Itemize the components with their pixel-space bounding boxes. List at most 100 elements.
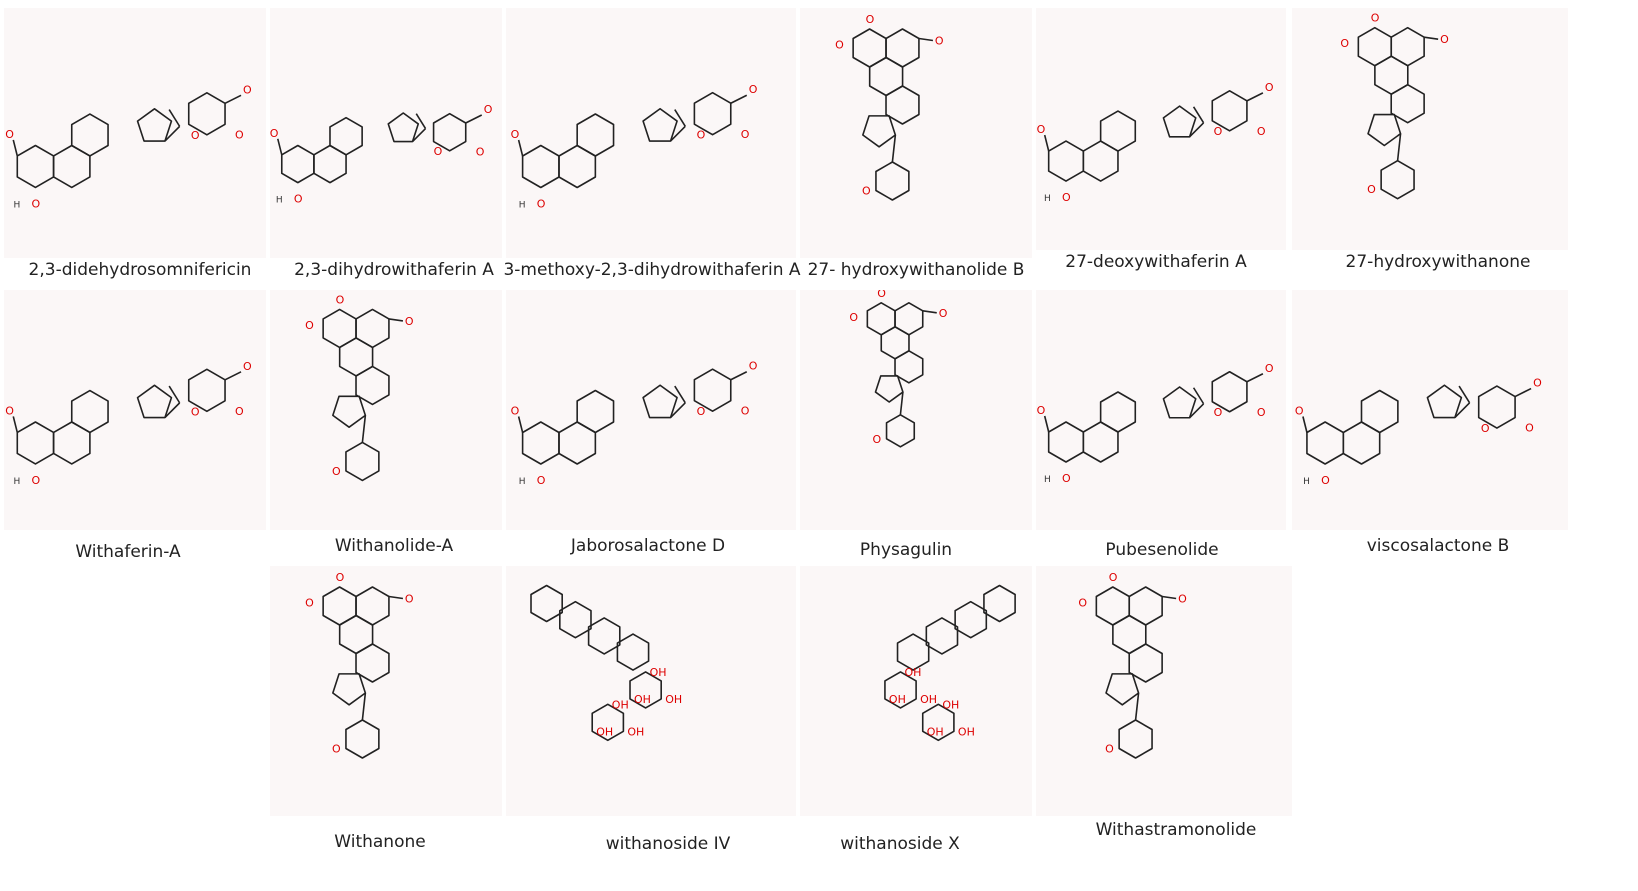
ring-e — [332, 673, 367, 706]
ring-a — [1306, 421, 1345, 465]
ring-c — [1360, 389, 1399, 434]
carbonyl-bond — [922, 310, 937, 314]
ring-d — [1162, 386, 1197, 419]
hydroxyl-label: OH — [958, 725, 975, 738]
steroid-ring — [896, 633, 930, 671]
side-chain-bond — [361, 415, 367, 443]
ring-d — [136, 384, 173, 419]
carbonyl-bond — [12, 416, 19, 433]
carbonyl-bond — [517, 139, 524, 157]
oxygen-label: O — [405, 593, 414, 606]
ring-c — [576, 113, 615, 157]
oxygen-label: O — [31, 474, 40, 487]
sugar-ring — [921, 703, 955, 742]
oxygen-label: O — [1062, 472, 1071, 485]
ring-b — [1128, 586, 1163, 626]
oxygen-label: O — [939, 307, 948, 320]
oxygen-label: O — [5, 128, 14, 141]
hydrogen-label: H — [519, 201, 526, 211]
side-chain-bond — [1454, 402, 1471, 419]
oxygen-label: O — [1440, 33, 1449, 46]
carbonyl-bond — [1043, 415, 1050, 433]
methyl-bond — [1192, 106, 1205, 124]
methyl-bond — [674, 385, 686, 404]
compound-label-7: Withaferin-A — [75, 542, 181, 562]
oxygen-label: O — [332, 743, 341, 756]
oxygen-label: O — [697, 405, 706, 418]
ring-b — [1390, 26, 1425, 67]
steroid-ring — [530, 584, 563, 623]
compound-label-9: Jaborosalactone D — [570, 536, 726, 556]
compound-label-6: 27-hydroxywithanone — [1345, 252, 1531, 272]
hydrogen-label: H — [1044, 194, 1051, 204]
oxygen-label: O — [749, 360, 758, 373]
oxygen-label: O — [434, 145, 443, 158]
hydroxyl-label: OH — [920, 693, 937, 706]
oxygen-label: O — [294, 193, 303, 206]
hydroxyl-label: OH — [942, 698, 959, 711]
hydrogen-label: H — [13, 200, 20, 210]
oxygen-label: O — [1295, 405, 1304, 418]
hydrogen-label: H — [1044, 475, 1051, 485]
oxygen-label: O — [405, 315, 414, 328]
ring-c — [70, 389, 109, 434]
compound-label-8: Withanolide-A — [334, 536, 454, 556]
steroid-ring — [925, 617, 959, 655]
oxygen-label: O — [191, 129, 200, 142]
methyl-bond — [168, 385, 181, 404]
oxygen-label: O — [1265, 362, 1274, 375]
compound-label-10: Physagulin — [859, 540, 953, 560]
ring-d — [642, 384, 678, 419]
compound-label-16: Withastramonolide — [1095, 820, 1257, 840]
ring-a — [1047, 140, 1085, 182]
hydroxymethyl-bond — [730, 371, 748, 381]
side-chain-bond — [1189, 122, 1205, 138]
oxygen-label: O — [1078, 597, 1087, 610]
compound-label-11: Pubesenolide — [1105, 540, 1219, 560]
ring-b — [1082, 421, 1119, 463]
methyl-bond — [168, 109, 181, 127]
carbonyl-bond — [1043, 134, 1050, 152]
ring-c — [1099, 110, 1137, 152]
oxygen-label: O — [1265, 81, 1274, 94]
lactone-ring — [345, 441, 380, 482]
lactone-ring — [345, 719, 380, 759]
oxygen-label: O — [1525, 422, 1534, 435]
ring-e — [1367, 113, 1402, 147]
side-chain-bond — [1134, 692, 1140, 721]
oxygen-label: O — [511, 128, 520, 141]
oxygen-label: O — [476, 146, 485, 159]
side-chain-bond — [164, 402, 181, 419]
ring-b — [52, 144, 91, 189]
ring-a — [16, 421, 55, 465]
ring-e — [862, 115, 897, 148]
ring-b — [885, 28, 920, 68]
ring-a — [1047, 421, 1085, 463]
oxygen-label: O — [1037, 123, 1046, 136]
hydroxymethyl-bond — [465, 114, 483, 124]
oxygen-label: O — [235, 128, 244, 141]
oxygen-label: O — [336, 293, 345, 306]
ring-c — [329, 116, 363, 156]
hydrogen-label: H — [276, 196, 283, 206]
side-chain-bond — [1396, 133, 1402, 161]
oxygen-label: O — [1105, 743, 1114, 756]
ring-d — [355, 643, 390, 683]
hydroxyl-label: OH — [889, 693, 906, 706]
ring-d — [894, 349, 924, 384]
